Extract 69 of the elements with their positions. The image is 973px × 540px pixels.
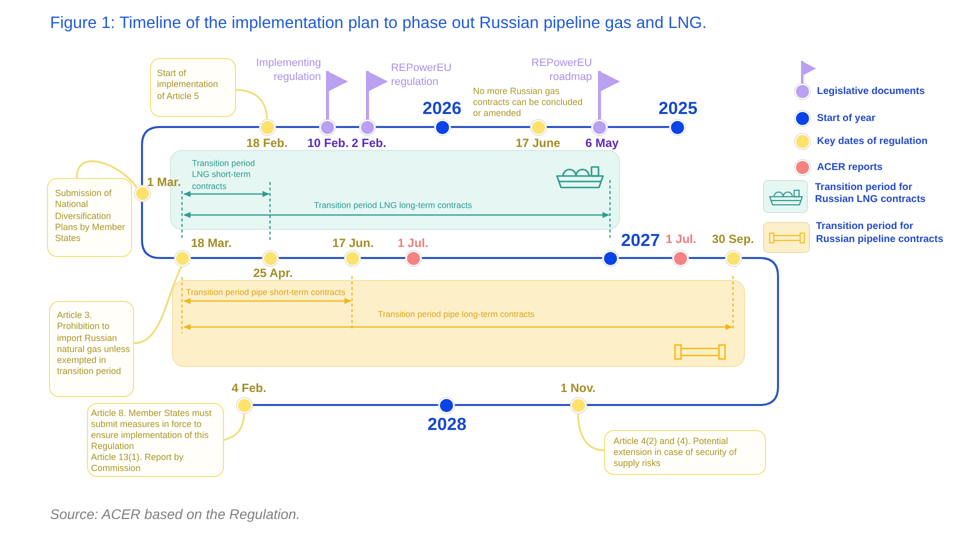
source-caption: Source: ACER based on the Regulation.	[50, 505, 300, 523]
key-date-dot	[570, 398, 586, 412]
callout-text: Start of implementation of Article 5	[157, 68, 220, 102]
key-date-dot	[726, 250, 740, 266]
date-label: 6 May	[585, 136, 619, 150]
callout-text: Article 8. Member States must submit measures in force to ensure implementation of this Regulation	[91, 408, 213, 452]
callout-box	[604, 430, 766, 475]
date-label: 4 Feb.	[232, 381, 266, 395]
date-label: 1 Mar.	[147, 174, 182, 188]
document-date-dot	[360, 120, 374, 134]
document-date-dot	[320, 120, 334, 134]
transition-period-panel	[172, 280, 745, 367]
year-label: 2027	[621, 230, 660, 250]
legend-label: ACER reports	[817, 160, 883, 174]
callout-text: Submission of National Diversification Plans by Member States	[55, 188, 126, 244]
date-label: 25 Apr.	[253, 266, 293, 280]
key-date-dot	[262, 250, 278, 266]
legend-label: Legislative documents	[817, 84, 925, 98]
key-date-dot	[344, 250, 360, 266]
key-date-dot	[530, 120, 546, 134]
year-label: 2025	[658, 98, 698, 118]
key-date-dot	[174, 250, 190, 266]
date-label: 18 Mar.	[191, 236, 232, 250]
legend-label: Start of year	[817, 112, 876, 124]
date-label: 30 Sep.	[712, 232, 754, 246]
callout-box	[49, 301, 134, 397]
key-date-dot	[134, 186, 150, 200]
year-start-dot	[670, 120, 684, 134]
leader-line	[223, 412, 245, 441]
legend-label: Transition period for Russian LNG contracts	[815, 182, 927, 206]
key-date-dot	[236, 398, 252, 412]
period-label: Transition period pipe long-term contracts	[378, 308, 535, 320]
date-label: 1 Jul.	[398, 236, 428, 250]
date-label: 17 June	[516, 136, 560, 150]
year-start-dot	[438, 398, 454, 412]
year-start-dot	[434, 120, 450, 134]
date-label: 2 Feb.	[352, 136, 386, 150]
report-date-dot	[672, 250, 688, 266]
leader-line	[235, 88, 268, 120]
document-date-dot	[592, 120, 606, 134]
leader-line	[577, 412, 605, 452]
period-label: Transition period LNG short-term contracts	[192, 158, 256, 192]
document-label: REPowerEU regulation	[391, 62, 452, 89]
document-label: Implementing regulation	[256, 57, 321, 84]
report-date-dot	[406, 250, 420, 266]
leader-line	[133, 264, 183, 344]
period-label: Transition period pipe short-term contracts	[186, 286, 346, 298]
legend-label: Transition period for Russian pipeline contracts	[816, 221, 944, 246]
callout-text: Article 13(1). Report by Commission	[91, 452, 185, 474]
milestone-note: No more Russian gas contracts can be concluded or amended	[473, 86, 584, 118]
key-date-dot	[260, 120, 274, 134]
document-label: REPowerEU roadmap	[531, 57, 592, 84]
callout-text: Article 4(2) and (4). Potential extension in case of security of supply risks	[614, 436, 738, 469]
callout-box	[150, 58, 236, 117]
callout-box	[47, 178, 132, 257]
year-label: 2026	[422, 98, 462, 118]
date-label: 10 Feb.	[307, 136, 349, 150]
date-label: 18 Feb.	[246, 136, 288, 150]
date-label: 1 Jul.	[666, 232, 696, 246]
legend-label: Key dates of regulation	[817, 134, 928, 148]
year-start-dot	[602, 250, 618, 266]
figure-title: Figure 1: Timeline of the implementation plan to phase out Russian pipeline gas and LNG.	[50, 13, 707, 34]
leader-line	[76, 160, 138, 189]
year-label: 2028	[428, 414, 466, 434]
date-label: 1 Nov.	[560, 381, 596, 395]
date-label: 17 Jun.	[332, 236, 374, 250]
callout-text: Article 3. Prohibition to import Russian natural gas unless exempted in transition period	[57, 310, 132, 378]
callout-box	[87, 403, 224, 477]
period-label: Transition period LNG long-term contracts	[314, 200, 472, 211]
